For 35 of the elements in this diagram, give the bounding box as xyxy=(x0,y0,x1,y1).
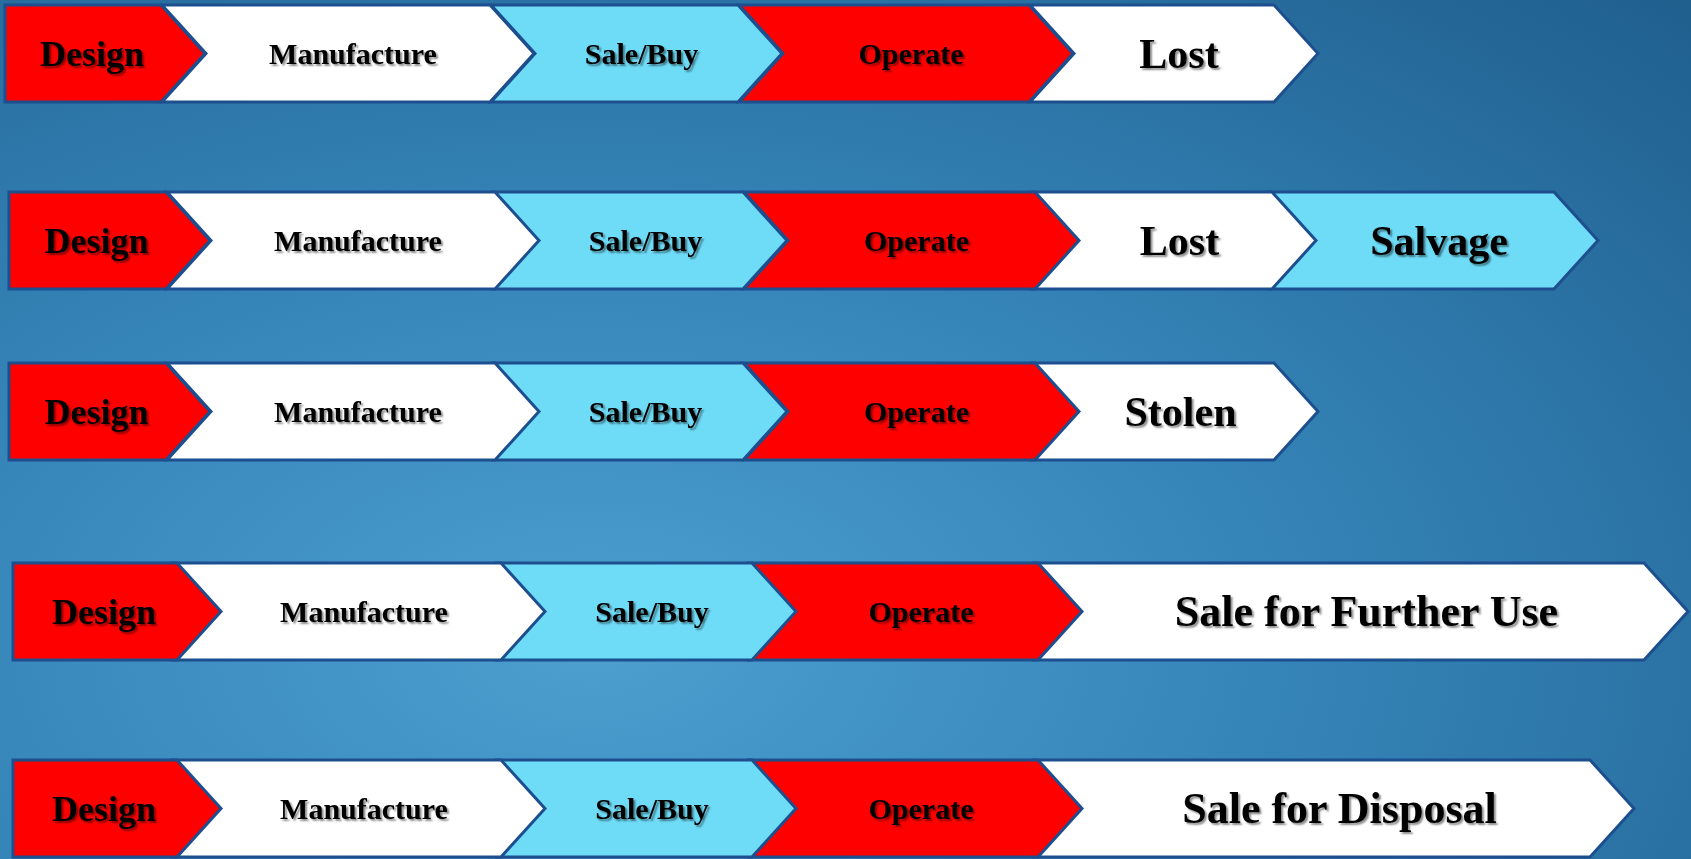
step-label: Lost xyxy=(1138,29,1220,79)
chevron-step xyxy=(1270,192,1598,289)
step-label: Manufacture xyxy=(273,222,443,259)
chevron-step xyxy=(1033,363,1318,460)
chevron-step xyxy=(1033,192,1316,289)
step-label: Design xyxy=(51,787,157,831)
chevron-step xyxy=(494,192,787,289)
step-label: Operate xyxy=(867,593,975,630)
step-label: Sale/Buy xyxy=(587,393,704,430)
chevron-step xyxy=(494,363,787,460)
chevron-step xyxy=(13,760,221,857)
step-label: Design xyxy=(51,590,157,634)
step-label: Sale/Buy xyxy=(594,593,710,630)
step-label: Operate xyxy=(867,790,975,827)
step-label: Design xyxy=(43,390,150,434)
step-label: Manufacture xyxy=(273,393,443,430)
step-label: Sale for Further Use xyxy=(1173,586,1560,638)
step-label: Sale/Buy xyxy=(594,790,710,827)
step-label: Design xyxy=(43,219,150,263)
step-label: Sale/Buy xyxy=(583,35,700,72)
step-label: Manufacture xyxy=(279,593,449,630)
step-label: Manufacture xyxy=(279,790,449,827)
step-label: Sale/Buy xyxy=(587,222,704,259)
chevron-step xyxy=(1030,5,1318,102)
chevron-step xyxy=(13,563,221,660)
step-label: Operate xyxy=(863,393,970,430)
chevron-step xyxy=(491,5,782,102)
step-label: Salvage xyxy=(1369,216,1509,266)
step-label: Stolen xyxy=(1123,387,1238,437)
step-label: Lost xyxy=(1138,216,1221,266)
step-label: Sale for Disposal xyxy=(1181,783,1498,835)
step-label: Design xyxy=(39,32,145,76)
step-label: Manufacture xyxy=(268,35,438,72)
step-label: Operate xyxy=(857,35,965,72)
step-label: Operate xyxy=(863,222,970,259)
